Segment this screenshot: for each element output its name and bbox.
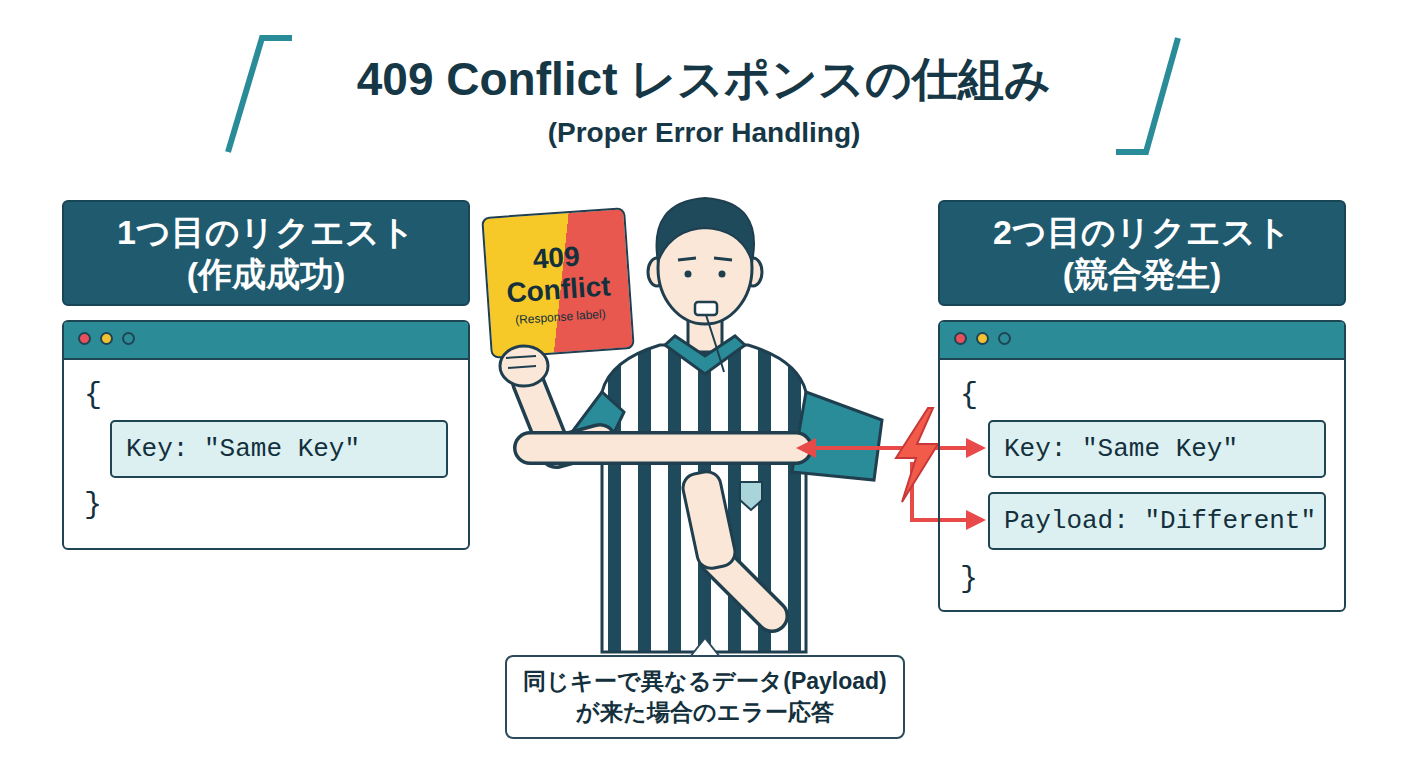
window-dot [78, 332, 91, 345]
window-dot [976, 332, 989, 345]
request-header: 1つ目のリクエスト (作成成功) [62, 200, 470, 306]
referee-figure [695, 302, 717, 315]
callout-box: 同じキーで異なるデータ(Payload) が来た場合のエラー応答 [505, 655, 905, 739]
node-text: Key: "Same Key" [126, 434, 360, 464]
referee-figure [657, 198, 755, 262]
window-dot [122, 332, 135, 345]
referee-figure [716, 560, 772, 616]
request-header: 2つ目のリクエスト (競合発生) [938, 200, 1346, 306]
referee-figure [530, 431, 796, 465]
referee-figure [716, 560, 772, 616]
node-text: 2つ目のリクエスト (競合発生) [954, 211, 1330, 296]
code-brace: } [84, 490, 102, 520]
title-bracket [228, 38, 292, 152]
payload-field: Payload: "Different" [988, 492, 1326, 550]
window-dot [998, 332, 1011, 345]
referee-figure [678, 258, 732, 260]
referee-figure [685, 271, 692, 278]
referee-figure [706, 315, 724, 372]
key-field: Key: "Same Key" [988, 420, 1326, 478]
holding-hand [506, 356, 536, 368]
referee-figure [602, 345, 806, 652]
response-card: 409 Conflict(Response label) [481, 207, 635, 359]
node-text: (Response label) [515, 307, 607, 328]
referee-figure [680, 469, 737, 571]
key-field: Key: "Same Key" [110, 420, 448, 478]
code-window: {} Key: "Same Key" [62, 320, 470, 550]
code-brace: { [960, 380, 978, 410]
referee-figure [740, 482, 762, 510]
node-text: 同じキーで異なるデータ(Payload) が来た場合のエラー応答 [521, 666, 889, 728]
code-brace: } [960, 564, 978, 594]
referee-figure [719, 271, 726, 278]
code-brace: { [84, 380, 102, 410]
node-text: Payload: "Different" [1004, 506, 1316, 536]
subtitle: (Proper Error Handling) [0, 116, 1408, 150]
node-text: 1つ目のリクエスト (作成成功) [78, 211, 454, 296]
conflict-arrow [800, 408, 982, 520]
title: 409 Conflict レスポンスの仕組み [0, 52, 1408, 107]
window-dot [100, 332, 113, 345]
code-window: {} Key: "Same Key" Payload: "Different" [938, 320, 1346, 612]
referee-figure [530, 435, 796, 462]
window-dot [954, 332, 967, 345]
conflict-arrow [800, 446, 982, 450]
conflict-arrow [896, 408, 938, 502]
node-text: 409 Conflict [491, 237, 623, 310]
title-bracket [1116, 38, 1178, 152]
referee-figure [665, 336, 745, 374]
node-text: Key: "Same Key" [1004, 434, 1238, 464]
